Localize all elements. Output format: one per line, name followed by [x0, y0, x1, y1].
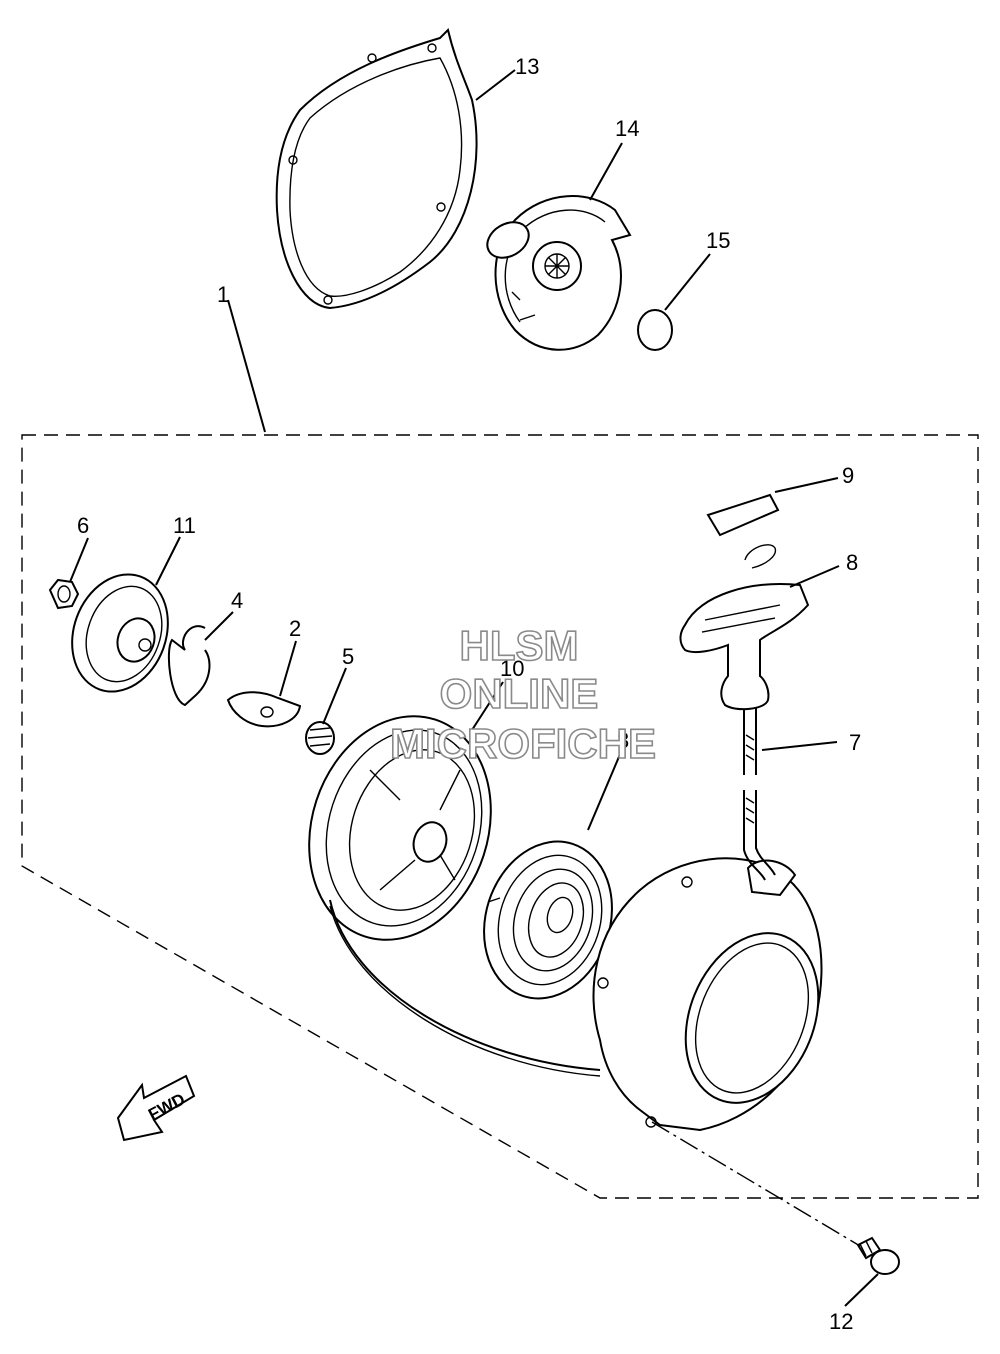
watermark-line-3: MICROFICHE — [390, 720, 656, 767]
callout-9: 9 — [842, 463, 854, 488]
assembly-boundary — [21, 434, 979, 1199]
leader-lines — [69, 69, 879, 1307]
part-5-spring — [305, 721, 335, 755]
part-4-clip — [167, 625, 211, 707]
part-14-cover — [486, 195, 632, 351]
part-9-grip — [706, 493, 780, 537]
fwd-arrow-icon: FWD — [116, 1074, 196, 1142]
callout-15: 15 — [706, 228, 730, 253]
part-13-gasket — [275, 28, 478, 310]
watermark: HLSM ONLINE MICROFICHE — [389, 621, 657, 768]
callout-12: 12 — [829, 1309, 853, 1334]
callout-5: 5 — [342, 644, 354, 669]
callout-11: 11 — [173, 513, 196, 538]
callout-13: 13 — [515, 54, 539, 79]
callout-6: 6 — [77, 513, 89, 538]
callout-4: 4 — [231, 588, 243, 613]
part-2-pawl — [226, 691, 302, 728]
bolt-alignment-line — [651, 1121, 861, 1247]
callout-14: 14 — [615, 116, 639, 141]
callout-10: 10 — [500, 656, 524, 681]
callout-labels: 1 2 3 4 5 6 7 8 9 10 11 12 13 14 15 — [77, 54, 861, 1334]
part-15-o-ring — [637, 309, 673, 351]
starter-rope — [329, 899, 601, 1071]
watermark-line-1: HLSM — [460, 622, 579, 669]
callout-3: 3 — [617, 728, 629, 753]
callout-7: 7 — [849, 730, 861, 755]
watermark-line-2: ONLINE — [440, 670, 599, 717]
part-7-rope — [743, 700, 776, 881]
callout-1: 1 — [217, 282, 229, 307]
part-12-bolt — [856, 1236, 900, 1275]
callout-8: 8 — [846, 550, 858, 575]
part-8-handle — [679, 544, 810, 711]
part-6-nut — [48, 578, 80, 610]
part-11-drive-plate — [71, 573, 169, 693]
part-10-sheave-drum — [308, 715, 492, 941]
callout-2: 2 — [289, 616, 301, 641]
starter-case — [592, 857, 823, 1132]
